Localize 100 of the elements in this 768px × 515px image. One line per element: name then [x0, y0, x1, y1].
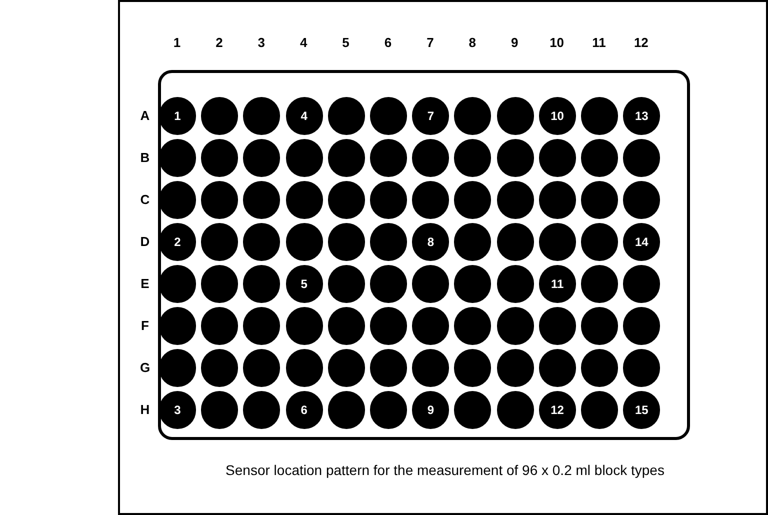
well: [623, 307, 660, 345]
well: [370, 391, 407, 429]
well: [623, 391, 660, 429]
well: [496, 265, 534, 303]
well: [159, 391, 196, 429]
well-number: 14: [635, 236, 648, 248]
well: [412, 265, 450, 303]
well: [328, 349, 365, 387]
well: [454, 349, 492, 387]
column-label: 3: [256, 34, 266, 52]
well: [159, 349, 196, 387]
well: [412, 97, 450, 135]
well: [370, 139, 407, 177]
well-number: 7: [427, 110, 434, 122]
well-number: 4: [300, 110, 308, 122]
well: [328, 139, 365, 177]
well: [201, 265, 238, 303]
well: [623, 223, 660, 261]
well-number: 1: [174, 110, 181, 122]
well: [623, 139, 660, 177]
well: [581, 97, 618, 135]
well: [286, 181, 323, 219]
column-label: 1: [172, 34, 182, 52]
well: [454, 139, 492, 177]
well: [454, 97, 492, 135]
well: [243, 223, 280, 261]
well: [201, 349, 238, 387]
well: [370, 223, 407, 261]
well: [412, 307, 450, 345]
well: [581, 265, 618, 303]
well: [538, 265, 576, 303]
column-label: 12: [632, 34, 650, 52]
well: [328, 307, 365, 345]
well: [454, 265, 492, 303]
well-number: 2: [174, 236, 181, 248]
well: [623, 181, 660, 219]
well: [159, 223, 196, 261]
well-number: 13: [635, 110, 648, 122]
well: [201, 223, 238, 261]
well: [581, 349, 618, 387]
row-label: G: [138, 359, 152, 377]
column-label: 11: [591, 34, 607, 52]
well: [328, 265, 365, 303]
row-label: H: [139, 401, 151, 419]
well: [159, 139, 196, 177]
well: [286, 391, 323, 429]
well: [243, 181, 280, 219]
well: [412, 181, 450, 219]
well: [538, 139, 576, 177]
well: [454, 391, 492, 429]
well: [201, 391, 238, 429]
well-number: 8: [427, 236, 434, 248]
well: [496, 139, 534, 177]
well: [159, 97, 196, 135]
well: [286, 223, 323, 261]
well: [496, 307, 534, 345]
well: [538, 307, 576, 345]
column-label: 6: [383, 34, 393, 52]
row-label: F: [140, 317, 150, 335]
well: [243, 265, 280, 303]
well: [623, 265, 660, 303]
well: [201, 181, 238, 219]
well: [538, 349, 576, 387]
well: [159, 181, 196, 219]
well: [454, 307, 492, 345]
well: [243, 307, 280, 345]
well-number: 6: [300, 404, 308, 416]
well: [243, 391, 280, 429]
well: [496, 223, 534, 261]
well: [581, 391, 618, 429]
well: [286, 349, 323, 387]
well: [581, 223, 618, 261]
row-label: A: [139, 107, 151, 125]
well: [159, 265, 196, 303]
well-number: 5: [300, 278, 308, 290]
row-label: B: [139, 149, 151, 167]
row-label: C: [139, 191, 151, 209]
well: [496, 391, 534, 429]
well: [201, 139, 238, 177]
well-number: 10: [550, 110, 564, 122]
well: [201, 97, 238, 135]
well: [243, 97, 280, 135]
well: [412, 391, 450, 429]
well: [370, 265, 407, 303]
well: [454, 181, 492, 219]
well: [538, 181, 576, 219]
column-label: 2: [214, 34, 224, 52]
well: [243, 349, 280, 387]
well: [370, 307, 407, 345]
well: [286, 139, 323, 177]
well: [328, 181, 365, 219]
well-number: 3: [174, 404, 181, 416]
caption: Sensor location pattern for the measurement of 96 x 0.2 ml block types: [224, 461, 666, 480]
well: [412, 139, 450, 177]
well: [286, 307, 323, 345]
column-label: 5: [341, 34, 350, 52]
well: [623, 349, 660, 387]
well: [496, 181, 534, 219]
column-label: 9: [510, 34, 520, 52]
well: [581, 139, 618, 177]
